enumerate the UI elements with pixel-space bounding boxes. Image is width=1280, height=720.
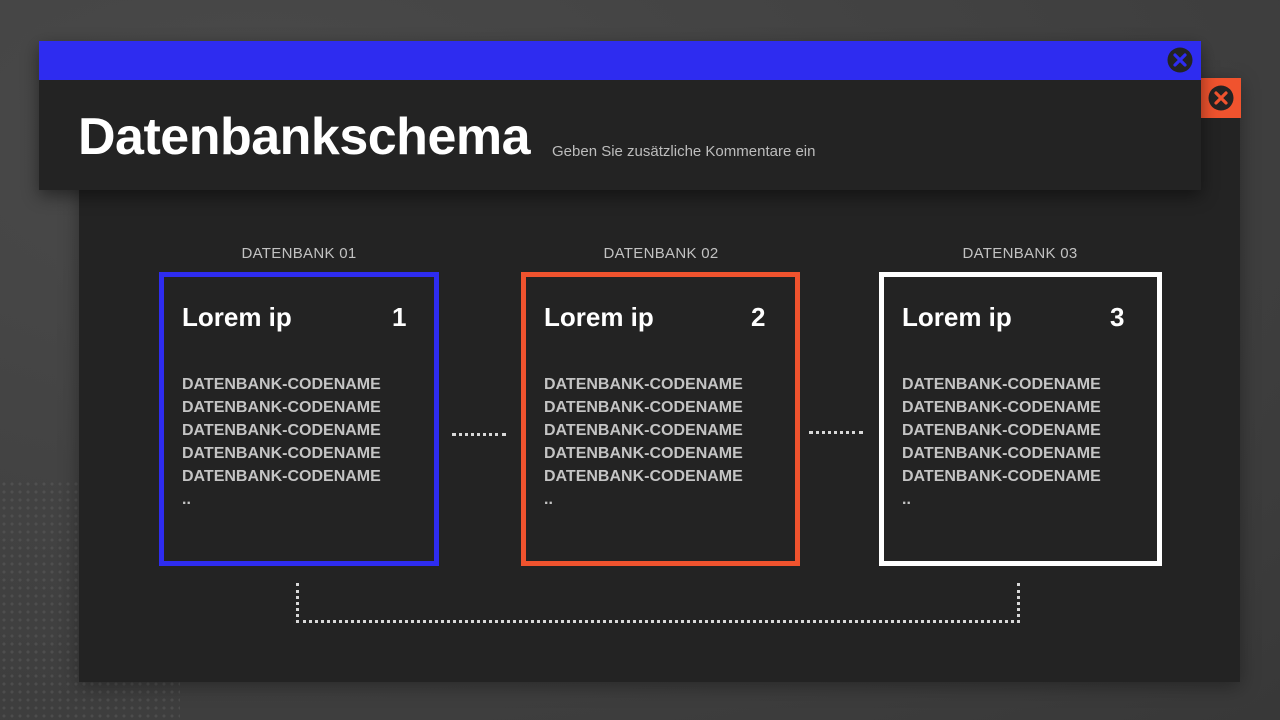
list-item: .. (182, 491, 191, 508)
list-item: DATENBANK-CODENAME (902, 376, 1101, 393)
list-item: DATENBANK-CODENAME (902, 445, 1101, 462)
list-item: DATENBANK-CODENAME (182, 399, 381, 416)
list-item: .. (544, 491, 553, 508)
database-card-3: Lorem ip 3 DATENBANK-CODENAME DATENBANK-… (879, 272, 1162, 566)
card-title: Lorem ip (544, 302, 654, 332)
header-window: Geben Sie zusätzliche Kommentare ein Dat… (39, 41, 1201, 190)
panel-close-button[interactable] (1201, 78, 1241, 118)
list-item: DATENBANK-CODENAME (544, 468, 743, 485)
window-close-button[interactable] (1166, 46, 1194, 74)
connector-line-2-3 (809, 431, 863, 434)
connector-line-1-2 (452, 433, 506, 436)
list-item: DATENBANK-CODENAME (182, 376, 381, 393)
close-circle-icon (1167, 47, 1193, 73)
database-card-1: Lorem ip 1 DATENBANK-CODENAME DATENBANK-… (159, 272, 439, 566)
card-item-list: DATENBANK-CODENAME DATENBANK-CODENAME DA… (544, 373, 743, 511)
close-circle-icon (1208, 85, 1234, 111)
list-item: DATENBANK-CODENAME (544, 376, 743, 393)
list-item: .. (902, 491, 911, 508)
list-item: DATENBANK-CODENAME (902, 399, 1101, 416)
card-number: 2 (751, 302, 766, 332)
page-subtitle: Geben Sie zusätzliche Kommentare ein (552, 143, 816, 160)
database-label-3: DATENBANK 03 (962, 245, 1078, 262)
connector-bracket-1-3 (296, 583, 1020, 623)
card-number: 3 (1110, 302, 1125, 332)
window-titlebar (39, 41, 1201, 80)
list-item: DATENBANK-CODENAME (544, 399, 743, 416)
list-item: DATENBANK-CODENAME (182, 468, 381, 485)
database-card-2: Lorem ip 2 DATENBANK-CODENAME DATENBANK-… (521, 272, 800, 566)
card-title: Lorem ip (902, 302, 1012, 332)
card-number: 1 (392, 302, 407, 332)
list-item: DATENBANK-CODENAME (902, 468, 1101, 485)
card-item-list: DATENBANK-CODENAME DATENBANK-CODENAME DA… (182, 373, 381, 511)
list-item: DATENBANK-CODENAME (182, 422, 381, 439)
page-title: Datenbankschema (78, 108, 531, 166)
list-item: DATENBANK-CODENAME (544, 445, 743, 462)
database-label-2: DATENBANK 02 (603, 245, 719, 262)
card-title: Lorem ip (182, 302, 292, 332)
list-item: DATENBANK-CODENAME (902, 422, 1101, 439)
database-label-1: DATENBANK 01 (241, 245, 357, 262)
list-item: DATENBANK-CODENAME (544, 422, 743, 439)
card-item-list: DATENBANK-CODENAME DATENBANK-CODENAME DA… (902, 373, 1101, 511)
list-item: DATENBANK-CODENAME (182, 445, 381, 462)
